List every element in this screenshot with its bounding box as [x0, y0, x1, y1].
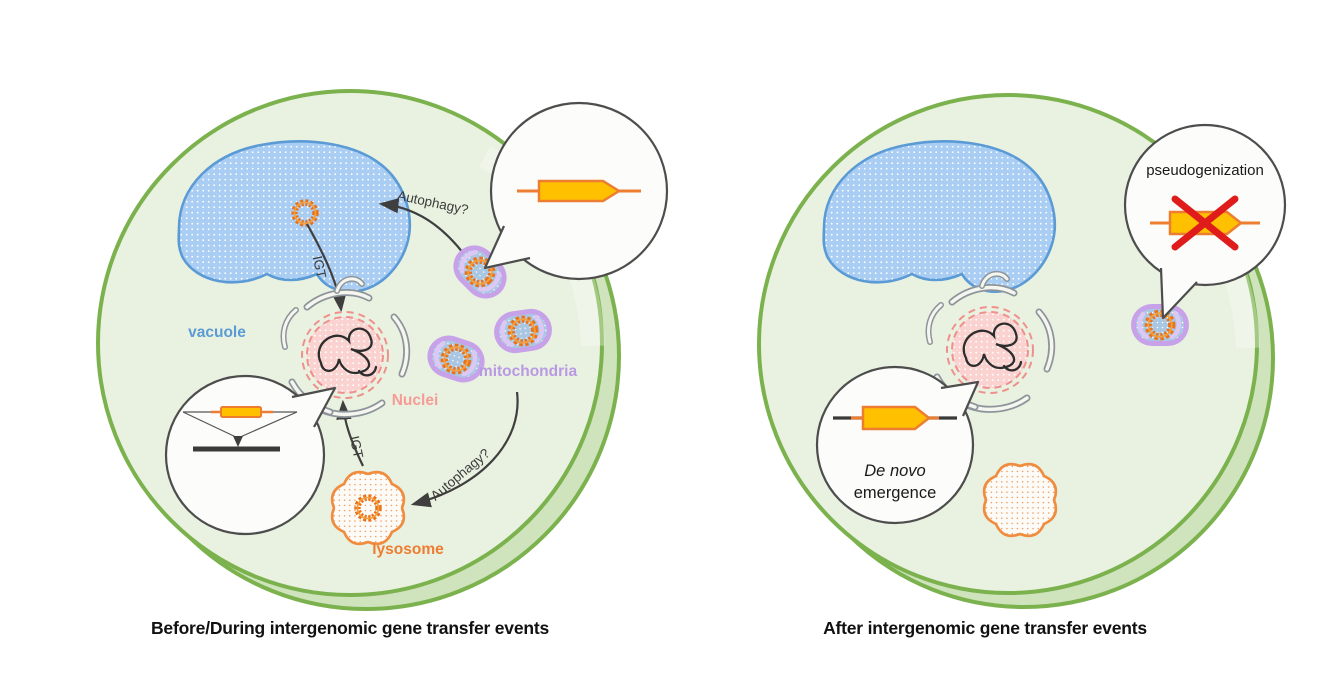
igt-arrow-lysosome-nucleus: [336, 399, 364, 467]
igt-arrow-vacuole-nucleus: [306, 223, 347, 313]
gene-icon: [833, 405, 957, 431]
vacuole-label: vacuole: [188, 324, 246, 341]
left-panel-caption: Before/During intergenomic gene transfer…: [150, 618, 550, 638]
speech-bubble-gene-insertion: [164, 374, 337, 536]
vacuole-shape: [822, 140, 1057, 293]
de-novo-label-line1: De novo: [864, 462, 925, 480]
gene-icon: [220, 406, 262, 418]
gene-icon: [517, 179, 641, 203]
pseudogenization-label: pseudogenization: [1146, 162, 1264, 179]
red-cross-icon: [1171, 195, 1239, 251]
speech-bubble-de-novo: De novo emergence: [815, 365, 980, 525]
lysosome-label: lysosome: [372, 541, 444, 558]
right-cell-panel: pseudogenization De novo emergence: [757, 93, 1287, 609]
insertion-arrowhead-icon: [233, 436, 243, 447]
gene-insertion-diagram: [182, 406, 298, 452]
nuclei-label: Nuclei: [392, 392, 439, 409]
autophagy-arrow-lysosome: [410, 391, 519, 508]
mitochondria-label: mitochondria: [479, 363, 578, 380]
gene-icon: [1150, 195, 1260, 251]
speech-bubble-pseudogenization: pseudogenization: [1123, 123, 1287, 320]
igt-vacuole-label: IGT: [310, 255, 329, 280]
speech-bubble-mito-gene: [483, 101, 669, 281]
de-novo-label-line2: emergence: [854, 484, 937, 502]
left-cell-panel: Autophagy? IGT IGT Autophagy? vacuole Nu…: [96, 89, 669, 611]
mitochondrion: [1131, 304, 1189, 346]
igt-lysosome-label: IGT: [347, 435, 366, 460]
right-panel-caption: After intergenomic gene transfer events: [823, 618, 1147, 638]
